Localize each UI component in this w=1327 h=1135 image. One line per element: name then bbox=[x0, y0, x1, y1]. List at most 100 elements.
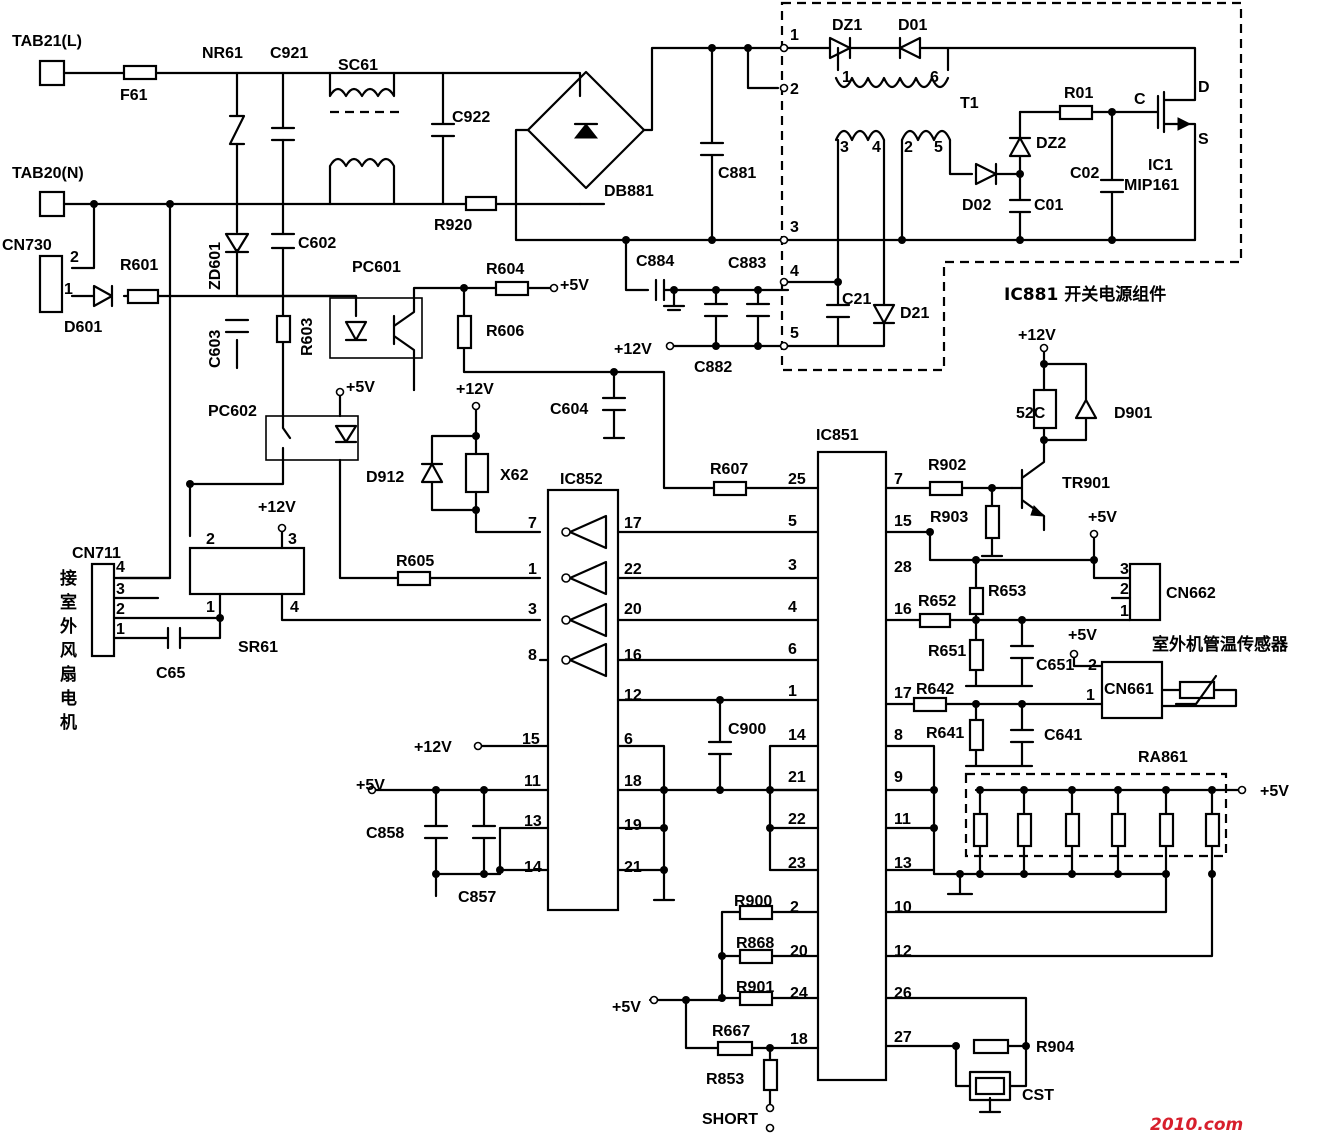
res-r604 bbox=[494, 280, 530, 297]
label-fan-char: 电 bbox=[60, 688, 77, 709]
pin-ic852_right: 12 bbox=[624, 687, 642, 704]
pin-ic851_right: 12 bbox=[894, 943, 912, 960]
label-c900: C900 bbox=[728, 721, 766, 738]
label-pc601: PC601 bbox=[352, 259, 401, 276]
label-r652: R652 bbox=[918, 593, 956, 610]
zener-zd601 bbox=[224, 232, 250, 254]
label-c604: C604 bbox=[550, 401, 588, 418]
res-r653 bbox=[968, 586, 985, 616]
label-r900: R900 bbox=[734, 893, 772, 910]
diode-d01 bbox=[848, 36, 922, 60]
pin-sr61: 1 bbox=[206, 599, 215, 616]
res-r606 bbox=[456, 314, 473, 350]
diode-d02 bbox=[974, 162, 1022, 186]
label-ra861: RA861 bbox=[1138, 749, 1188, 766]
label-d02: D02 bbox=[962, 197, 991, 214]
label-fan-char: 室 bbox=[60, 592, 77, 613]
label-r901: R901 bbox=[736, 979, 774, 996]
relay-x62 bbox=[464, 452, 490, 494]
label-plus12v: +12V bbox=[1018, 327, 1056, 344]
thermistor-sensor bbox=[1178, 680, 1216, 700]
pin-cn661: 1 bbox=[1086, 687, 1095, 704]
pin-ic852_right: 16 bbox=[624, 647, 642, 664]
label-x62: X62 bbox=[500, 467, 529, 484]
pin-cn711: 4 bbox=[116, 559, 125, 576]
label-r607: R607 bbox=[710, 461, 748, 478]
pin-ic852_left: 14 bbox=[524, 859, 542, 876]
label-fan-char: 外 bbox=[60, 616, 77, 637]
optocoupler-pc602 bbox=[265, 415, 359, 461]
res-r607 bbox=[712, 480, 748, 497]
chip-ic852 bbox=[546, 488, 620, 912]
pin-ic851_right: 11 bbox=[894, 811, 911, 828]
pin-t1: 4 bbox=[790, 263, 799, 280]
pin-sr61: 2 bbox=[206, 531, 215, 548]
pin-ic851_left: 24 bbox=[790, 985, 808, 1002]
res-r652 bbox=[918, 612, 952, 629]
pin-t1w: 3 bbox=[840, 139, 849, 156]
label-plus5v: +5V bbox=[1068, 627, 1097, 644]
label-d01: D01 bbox=[898, 17, 927, 34]
label-r904: R904 bbox=[1036, 1039, 1074, 1056]
pin-ic1: C bbox=[1134, 91, 1146, 108]
pin-ic1: S bbox=[1198, 131, 1209, 148]
res-r853 bbox=[762, 1058, 779, 1092]
tab21-terminal bbox=[38, 59, 66, 87]
label-c641: C641 bbox=[1044, 727, 1082, 744]
ra861-resistor bbox=[1158, 812, 1175, 848]
label-r920: R920 bbox=[434, 217, 472, 234]
label-cst: CST bbox=[1022, 1087, 1054, 1104]
pin-ic851_left: 22 bbox=[788, 811, 806, 828]
res-r651 bbox=[968, 638, 985, 672]
label-c858: C858 bbox=[366, 825, 404, 842]
pin-ic852_left: 1 bbox=[528, 561, 537, 578]
label-fan-char: 机 bbox=[60, 712, 77, 733]
varistor-nr61 bbox=[228, 114, 246, 146]
label-module-title: IC881 开关电源组件 bbox=[1004, 284, 1166, 305]
pin-ic851_left: 23 bbox=[788, 855, 806, 872]
label-fan-char: 风 bbox=[60, 641, 77, 661]
label-c857: C857 bbox=[458, 889, 496, 906]
cap-c922 bbox=[430, 71, 456, 206]
cap-c603 bbox=[224, 318, 250, 334]
pin-t1: 5 bbox=[790, 325, 799, 342]
pin-ic1: D bbox=[1198, 79, 1210, 96]
res-r920 bbox=[464, 195, 498, 212]
label-ic1: IC1 bbox=[1148, 157, 1173, 174]
pin-t1: 2 bbox=[790, 81, 799, 98]
label-r603: R603 bbox=[299, 318, 316, 356]
label-tab21: TAB21(L) bbox=[12, 33, 82, 50]
mosfet-ic1 bbox=[1156, 86, 1197, 142]
bridge-db881 bbox=[526, 70, 646, 190]
label-c21: C21 bbox=[842, 291, 871, 308]
label-c65: C65 bbox=[156, 665, 185, 682]
label-d601: D601 bbox=[64, 319, 102, 336]
diode-d601 bbox=[92, 284, 114, 308]
label-mip161: MIP161 bbox=[1124, 177, 1179, 194]
pin-ic851_right: 16 bbox=[894, 601, 912, 618]
pin-ic851_right: 8 bbox=[894, 727, 903, 744]
transformer-t1-primary bbox=[834, 76, 950, 89]
label-d912: D912 bbox=[366, 469, 404, 486]
choke-sc61-top bbox=[328, 71, 396, 98]
ra861-resistor bbox=[1204, 812, 1221, 848]
pin-cn711: 1 bbox=[116, 621, 125, 638]
connector-cn711 bbox=[90, 562, 116, 658]
label-tab20: TAB20(N) bbox=[12, 165, 84, 182]
pin-ic851_right: 28 bbox=[894, 559, 912, 576]
pin-cn662: 3 bbox=[1120, 561, 1129, 578]
pin-sr61: 3 bbox=[288, 531, 297, 548]
connector-cn730 bbox=[38, 254, 64, 314]
label-r853: R853 bbox=[706, 1071, 744, 1088]
pin-ic852_right: 17 bbox=[624, 515, 642, 532]
res-r01 bbox=[1058, 104, 1094, 121]
label-c884: C884 bbox=[636, 253, 674, 270]
label-t1: T1 bbox=[960, 95, 979, 112]
res-r904 bbox=[972, 1038, 1010, 1055]
label-r868: R868 bbox=[736, 935, 774, 952]
label-zd601: ZD601 bbox=[207, 242, 224, 290]
label-cn730: CN730 bbox=[2, 237, 52, 254]
label-c01: C01 bbox=[1034, 197, 1063, 214]
